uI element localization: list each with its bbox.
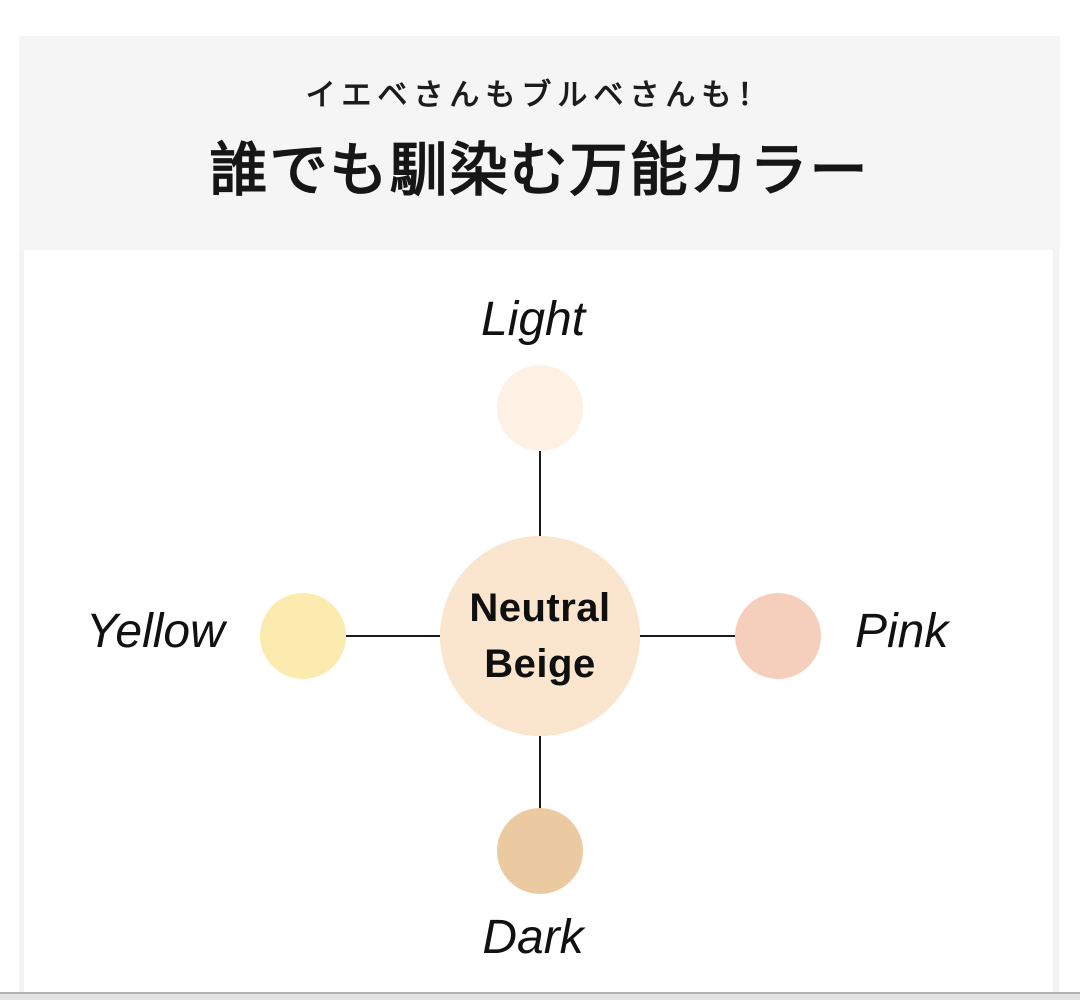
swatch-dark (497, 808, 583, 894)
photo-edge-left (19, 250, 24, 992)
photo-edge-bottom (0, 992, 1080, 1000)
center-label-line1: Neutral (469, 586, 611, 630)
swatch-neutral-beige: Neutral Beige (440, 536, 640, 736)
header-title: 誰でも馴染む万能カラー (209, 138, 870, 203)
header-banner: イエベさんもブルベさんも！ 誰でも馴染む万能カラー (19, 36, 1060, 250)
center-label-line2: Beige (484, 642, 596, 686)
label-pink: Pink (855, 605, 949, 658)
photo-edge-right (1053, 250, 1059, 992)
label-yellow: Yellow (86, 605, 225, 658)
swatch-yellow (260, 593, 346, 679)
label-light: Light (480, 293, 586, 346)
header-subtitle: イエベさんもブルベさんも！ (305, 79, 774, 112)
swatch-pink (735, 593, 821, 679)
swatch-light (497, 365, 583, 451)
label-dark: Dark (482, 911, 584, 964)
